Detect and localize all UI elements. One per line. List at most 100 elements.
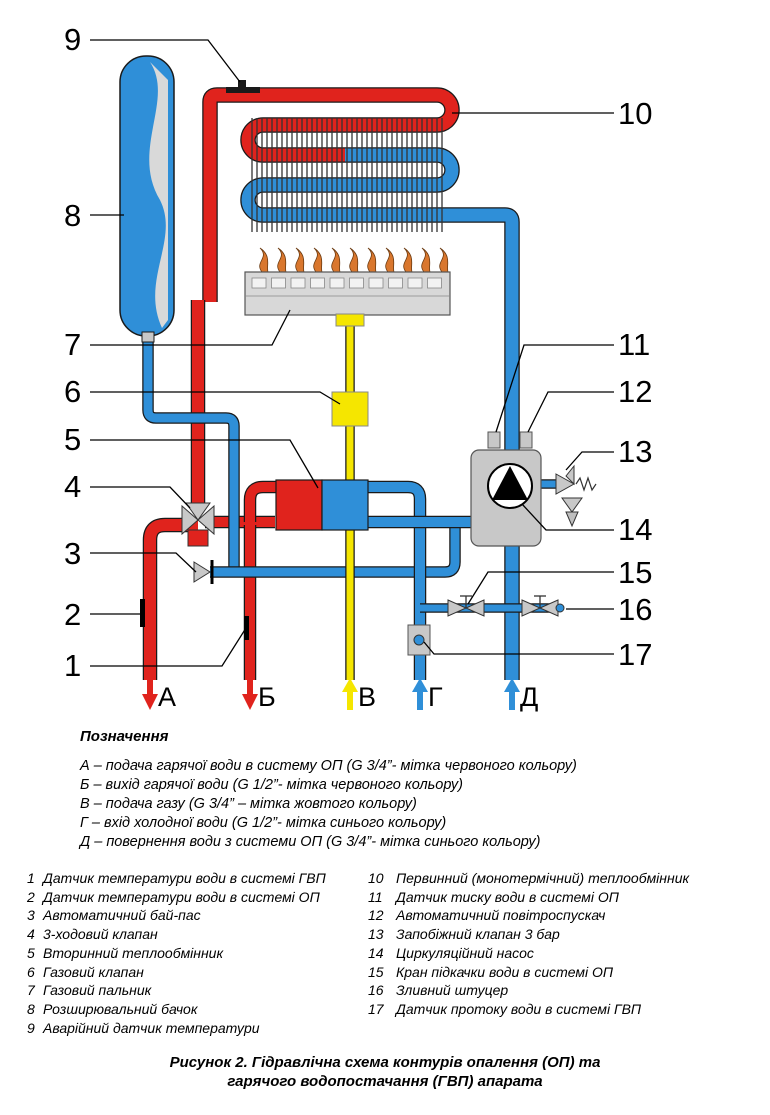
safety-valve-head (565, 464, 575, 486)
callout-14: 14 (618, 512, 652, 547)
leader-12 (527, 391, 614, 433)
flame (259, 247, 269, 273)
parts-item: 6 Газовий клапан (27, 963, 326, 982)
part-text: Датчик протоку води в системі ГВП (396, 1000, 642, 1017)
part-number: 12 (368, 907, 384, 924)
flame (349, 247, 359, 273)
three-way-valve-top (185, 502, 211, 521)
ports-legend-item: Б – вихід гарячої води (G 1/2”- мітка че… (80, 777, 463, 793)
legend-title: Позначення (80, 728, 169, 745)
part-text: Датчик температури води в системі ОП (43, 888, 320, 905)
port-label-d: Д (520, 682, 538, 712)
air-vent (519, 431, 533, 449)
parts-item: 17 Датчик протоку води в системі ГВП (368, 1000, 689, 1019)
part-number: 16 (368, 982, 384, 999)
three-way-valve-left (181, 504, 199, 536)
caption-line-2: гарячого водопостачання (ГВП) апарата (227, 1073, 543, 1090)
burner-slot (271, 277, 286, 289)
leader-13 (565, 451, 614, 471)
burner-slot (427, 277, 442, 289)
leader-11 (495, 344, 614, 433)
burner-slot (349, 277, 364, 289)
part-number: 2 (27, 888, 35, 905)
leader-14 (521, 503, 614, 531)
port-label-a: А (158, 682, 176, 712)
part-text: Розширювальний бачок (43, 1000, 198, 1017)
bypass-valve (193, 561, 211, 583)
parts-item: 8 Розширювальний бачок (27, 1000, 326, 1019)
primary-coil-return (241, 148, 519, 680)
burner-flames (259, 247, 449, 273)
port-g-arrow-shaft (417, 688, 423, 710)
part-number: 5 (27, 944, 35, 961)
parts-item: 2 Датчик температури води в системі ОП (27, 888, 326, 907)
callout-7: 7 (64, 327, 81, 362)
three-way-valve-actuator (187, 529, 209, 547)
expansion-line-pipe (143, 335, 239, 568)
hydraulic-diagram: 9 10 8 7 11 6 12 5 13 4 14 3 15 2 16 1 1… (64, 22, 652, 712)
part-number: 3 (27, 907, 35, 924)
flame (439, 247, 449, 273)
callout-16: 16 (618, 592, 652, 627)
part-number: 7 (27, 982, 35, 999)
pipes (142, 87, 560, 680)
secondary-hx-hot-side (275, 479, 323, 531)
part-text: 3-ходовий клапан (43, 926, 158, 943)
callout-10: 10 (618, 96, 652, 131)
part-text: Вторинний теплообмінник (43, 944, 224, 961)
safety-valve-outlet (561, 497, 583, 513)
leader-7 (90, 309, 291, 346)
parts-legend-right: 10 Первинний (монотермічний) теплообмінни… (368, 869, 689, 1019)
port-b-arrow-head (242, 694, 258, 710)
port-label-v: В (358, 682, 376, 712)
part-text: Газовий клапан (43, 963, 144, 980)
burner-slot (407, 277, 423, 289)
emergency-temp-sensor (226, 87, 260, 93)
ports-legend-item: Д – повернення води з системи ОП (G 3/4”… (80, 834, 541, 850)
supply-a-pipe-outline (142, 517, 198, 680)
part-number: 11 (368, 888, 383, 905)
safety-valve-body (555, 473, 576, 495)
callout-13: 13 (618, 434, 652, 469)
callout-17: 17 (618, 637, 652, 672)
expansion-vessel-nipple (141, 331, 155, 343)
leader-17 (423, 641, 614, 655)
callout-9: 9 (64, 22, 81, 57)
flame (277, 247, 287, 273)
flame (331, 247, 341, 273)
dhw-cold-pipe-outline (365, 480, 427, 610)
callout-1: 1 (64, 648, 81, 683)
part-number: 14 (368, 944, 384, 961)
part-text: Первинний (монотермічний) теплообмінник (396, 870, 690, 886)
port-d-arrow-head (504, 678, 520, 692)
components (119, 55, 597, 710)
flame (295, 247, 305, 273)
part-number: 8 (27, 1000, 35, 1017)
safety-valve-drip (565, 511, 579, 528)
parts-item: 5 Вторинний теплообмінник (27, 944, 326, 963)
secondary-hx-cold-side (321, 479, 369, 531)
part-text: Кран підкачки води в системі ОП (396, 963, 614, 980)
burner-slot (388, 277, 403, 289)
leader-4 (90, 486, 191, 509)
ports-legend: А – подача гарячої води в систему ОП (G … (80, 757, 577, 852)
burner-slot (290, 277, 306, 289)
port-v-arrow-head (342, 678, 358, 692)
part-number: 10 (368, 870, 384, 886)
leader-1 (90, 627, 247, 667)
burner-slot (329, 277, 345, 289)
pump-triangle (492, 466, 528, 500)
ports-legend-item: Г – вхід холодної води (G 1/2”- мітка си… (80, 815, 447, 831)
part-number: 6 (27, 963, 35, 980)
part-number: 17 (368, 1000, 384, 1017)
port-d-arrow (504, 678, 520, 710)
dhw-flow-sensor-dot (413, 634, 425, 646)
callout-6: 6 (64, 374, 81, 409)
callout-5: 5 (64, 422, 81, 457)
